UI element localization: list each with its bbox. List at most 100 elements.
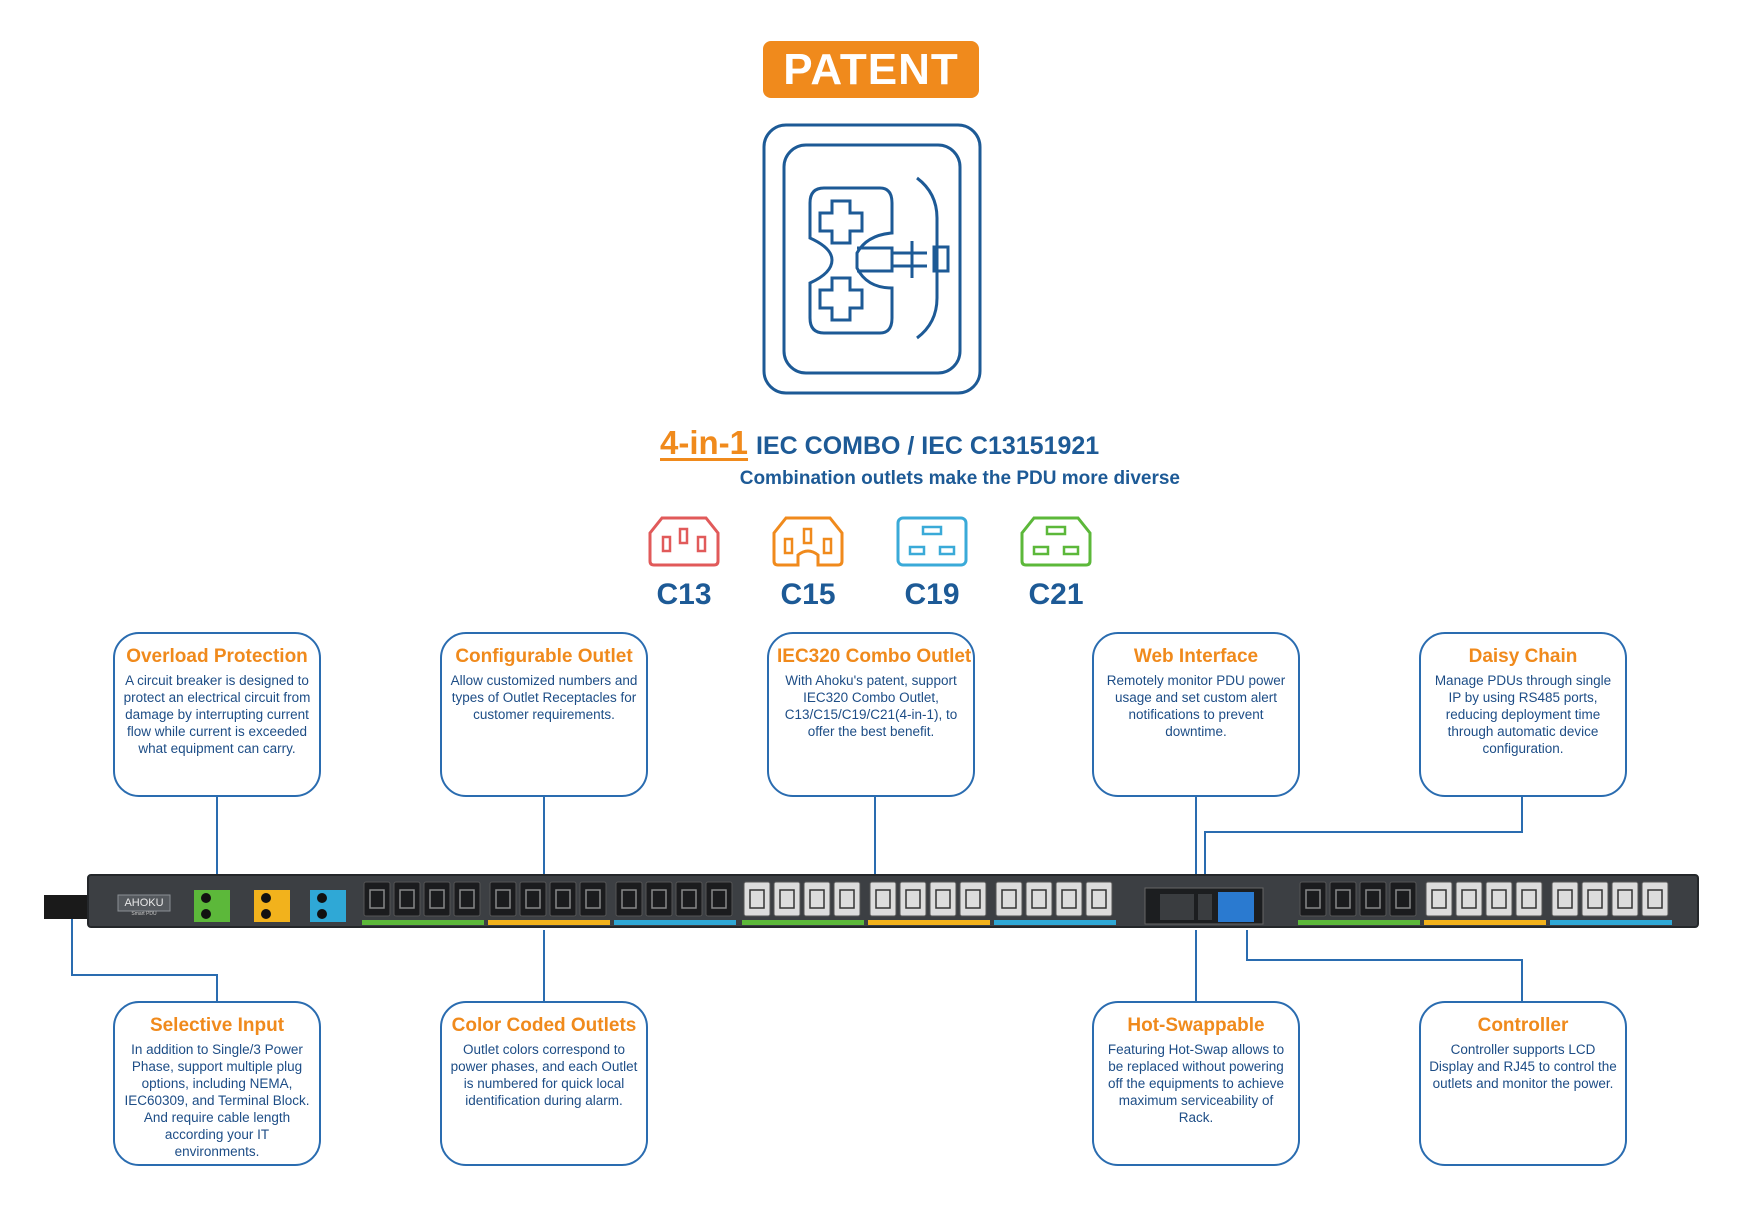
phase-color-bar bbox=[362, 920, 484, 925]
pdu-outlet-socket bbox=[459, 889, 475, 909]
pdu-outlet-socket bbox=[711, 889, 727, 909]
c19-label: C19 bbox=[904, 578, 960, 611]
c19-outlet-icon bbox=[896, 516, 968, 567]
pdu-outlet-socket bbox=[1461, 889, 1477, 909]
pdu-outlet bbox=[929, 881, 957, 917]
pdu-outlet bbox=[1455, 881, 1483, 917]
pdu-outlet-socket bbox=[585, 889, 601, 909]
pdu-outlet-socket bbox=[1617, 889, 1633, 909]
combo-outlet-icon bbox=[762, 123, 982, 395]
phase-color-bar bbox=[1550, 920, 1672, 925]
card-title: Overload Protection bbox=[126, 646, 308, 667]
pdu-outlet-socket bbox=[525, 889, 541, 909]
pdu-outlet bbox=[773, 881, 801, 917]
pdu-outlet-socket bbox=[651, 889, 667, 909]
pdu-outlet bbox=[1299, 881, 1327, 917]
pdu-outlet-socket bbox=[1335, 889, 1351, 909]
pdu-outlet-socket bbox=[1587, 889, 1603, 909]
c15-label: C15 bbox=[780, 578, 836, 611]
pdu-outlet-socket bbox=[1557, 889, 1573, 909]
pdu-outlet-socket bbox=[875, 889, 891, 909]
pdu-outlet bbox=[995, 881, 1023, 917]
pdu-outlet bbox=[743, 881, 771, 917]
headline-subtitle: Combination outlets make the PDU more di… bbox=[739, 468, 1180, 489]
pdu-outlet bbox=[1359, 881, 1387, 917]
headline-title: IEC COMBO / IEC C13151921 bbox=[756, 432, 1100, 460]
pdu-outlet-socket bbox=[779, 889, 795, 909]
pdu-outlet bbox=[1641, 881, 1669, 917]
pdu-outlet bbox=[1085, 881, 1113, 917]
headline-highlight: 4-in-1 bbox=[660, 424, 749, 461]
pdu-outlet bbox=[453, 881, 481, 917]
card-text: In addition to Single/3 Power Phase, sup… bbox=[124, 1042, 310, 1159]
pdu-outlet bbox=[1389, 881, 1417, 917]
pdu-outlet bbox=[1551, 881, 1579, 917]
pdu-outlet-socket bbox=[1431, 889, 1447, 909]
phase-color-bar bbox=[488, 920, 610, 925]
phase-color-bar bbox=[742, 920, 864, 925]
card-hot-swappable: Hot-Swappable Featuring Hot-Swap allows … bbox=[1092, 1001, 1300, 1166]
pdu-outlet bbox=[803, 881, 831, 917]
pdu-outlet bbox=[959, 881, 987, 917]
phase-color-bar bbox=[994, 920, 1116, 925]
pdu-model: Smart PDU bbox=[131, 911, 157, 917]
pdu-outlet-socket bbox=[1491, 889, 1507, 909]
c13-label: C13 bbox=[656, 578, 712, 611]
pdu-outlet-socket bbox=[399, 889, 415, 909]
card-text: A circuit breaker is designed to protect… bbox=[123, 673, 311, 756]
pdu-outlet bbox=[1025, 881, 1053, 917]
pdu-outlet bbox=[1485, 881, 1513, 917]
card-text: Allow customized numbers and types of Ou… bbox=[450, 673, 638, 722]
pdu-outlet bbox=[705, 881, 733, 917]
pdu-outlet bbox=[615, 881, 643, 917]
card-overload-protection: Overload Protection A circuit breaker is… bbox=[113, 632, 321, 797]
pdu-outlet-socket bbox=[905, 889, 921, 909]
card-title: Hot-Swappable bbox=[1127, 1015, 1265, 1036]
card-selective-input: Selective Input In addition to Single/3 … bbox=[113, 1001, 321, 1166]
pdu-outlet-socket bbox=[1001, 889, 1017, 909]
phase-color-bar bbox=[868, 920, 990, 925]
pdu-outlet bbox=[579, 881, 607, 917]
c15-outlet-icon bbox=[772, 516, 844, 567]
pdu-outlet-socket bbox=[1031, 889, 1047, 909]
card-text: Controller supports LCD Display and RJ45… bbox=[1429, 1042, 1617, 1091]
card-text: With Ahoku's patent, support IEC320 Comb… bbox=[784, 673, 958, 739]
pdu-outlet bbox=[1581, 881, 1609, 917]
pdu-outlet bbox=[393, 881, 421, 917]
pdu-outlet-socket bbox=[429, 889, 445, 909]
card-iec320-combo: IEC320 Combo Outlet With Ahoku's patent,… bbox=[767, 632, 975, 797]
card-controller: Controller Controller supports LCD Displ… bbox=[1419, 1001, 1627, 1166]
c21-outlet-icon bbox=[1020, 516, 1092, 567]
pdu-outlet-socket bbox=[935, 889, 951, 909]
pdu-outlet-socket bbox=[1305, 889, 1321, 909]
pdu-brand: AHOKU bbox=[124, 897, 163, 909]
pdu-outlet bbox=[1055, 881, 1083, 917]
pdu-outlet-socket bbox=[1647, 889, 1663, 909]
c13-outlet-icon bbox=[648, 516, 720, 567]
card-title: Daisy Chain bbox=[1468, 646, 1578, 667]
pdu-outlet bbox=[363, 881, 391, 917]
pdu-outlet-socket bbox=[621, 889, 637, 909]
pdu-outlet bbox=[1425, 881, 1453, 917]
card-title: Color Coded Outlets bbox=[451, 1015, 637, 1036]
pdu-outlet-socket bbox=[809, 889, 825, 909]
card-text: Manage PDUs through single IP by using R… bbox=[1434, 673, 1612, 756]
card-title: Web Interface bbox=[1133, 646, 1259, 667]
pdu-outlet bbox=[1515, 881, 1543, 917]
c21-label: C21 bbox=[1028, 578, 1084, 611]
pdu-outlet-socket bbox=[495, 889, 511, 909]
pdu-outlet bbox=[833, 881, 861, 917]
pdu-outlet bbox=[549, 881, 577, 917]
pdu-outlet-socket bbox=[1091, 889, 1107, 909]
patent-badge: PATENT bbox=[763, 41, 979, 98]
card-title: IEC320 Combo Outlet bbox=[777, 646, 972, 667]
pdu-outlet bbox=[423, 881, 451, 917]
phase-color-bar bbox=[1424, 920, 1546, 925]
pdu-outlet bbox=[645, 881, 673, 917]
pdu-outlet-socket bbox=[1395, 889, 1411, 909]
card-title: Selective Input bbox=[149, 1015, 285, 1036]
phase-color-bar bbox=[614, 920, 736, 925]
card-title: Configurable Outlet bbox=[455, 646, 633, 667]
pdu-outlet bbox=[1611, 881, 1639, 917]
card-configurable-outlet: Configurable Outlet Allow customized num… bbox=[440, 632, 648, 797]
